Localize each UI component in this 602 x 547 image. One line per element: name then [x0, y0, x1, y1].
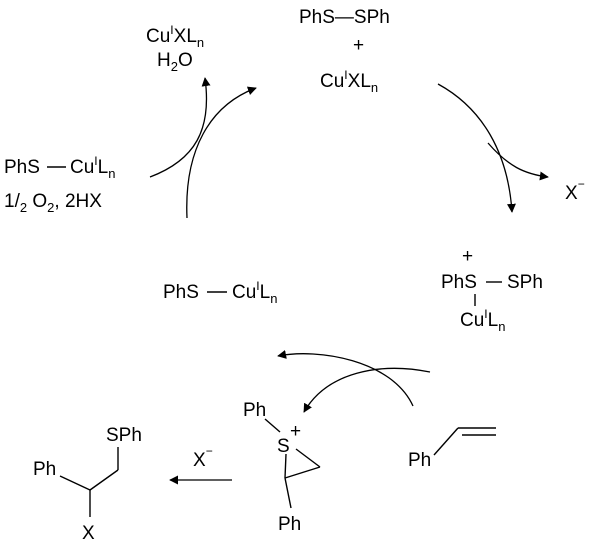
water-label: H2O — [157, 50, 193, 74]
product-ch2-ch-bond — [89, 469, 119, 491]
episulfonium-s: S — [277, 436, 290, 457]
counterion-x-released: X− — [565, 177, 585, 204]
cycle-arrow-upper-right — [437, 83, 516, 213]
cycle-arrow-upper-left — [186, 86, 257, 219]
product-ch-ph-bond — [59, 475, 91, 491]
product-ph: Ph — [33, 459, 56, 480]
episulfonium-plus-charge: + — [290, 421, 301, 442]
episulfonium-c-ph-bond — [284, 477, 292, 509]
phs-cu-left-phs: PhS — [4, 157, 40, 178]
sulfonium-plus-charge: + — [462, 246, 473, 267]
product-sph: SPh — [106, 425, 142, 446]
episulfonium-ph-s-bond — [264, 418, 281, 433]
plus-sign: + — [353, 35, 364, 56]
x-release-arrow — [487, 142, 549, 181]
reoxidation-side-arrow — [149, 77, 211, 178]
phs-cu-left-cu: CuILn — [70, 154, 115, 181]
styrene-ph-c-bond — [433, 427, 459, 456]
cu-ixln-top-left: CuIXLn — [146, 23, 204, 50]
sulfonium-sph-label: SPh — [507, 272, 543, 293]
episulfonium-formation-arrow — [303, 367, 431, 413]
cu-ixln-top-right: CuIXLn — [320, 68, 378, 95]
nucleophile-x: X− — [193, 444, 213, 471]
phs-cu-center-cu: CuILn — [232, 279, 277, 306]
episulfonium-c-s-bond — [284, 453, 287, 479]
episulfonium-ph-bottom: Ph — [278, 514, 301, 535]
styrene-ph: Ph — [408, 450, 431, 471]
sulfonium-cu-label: CuILn — [460, 307, 505, 334]
sulfonium-phs-label: PhS — [441, 272, 477, 293]
episulfonium-s-ch2-bond — [295, 448, 321, 468]
phs-cu-center-phs: PhS — [163, 282, 199, 303]
episulfonium-ring-cc-bond — [284, 466, 321, 479]
oxidant-conditions: 1/2 O2, 2HX — [4, 191, 102, 215]
cycle-arrow-lower — [277, 350, 414, 407]
episulfonium-ph-top: Ph — [243, 400, 266, 421]
disulfide-label: PhS—SPh — [299, 7, 390, 28]
product-x: X — [82, 523, 95, 544]
